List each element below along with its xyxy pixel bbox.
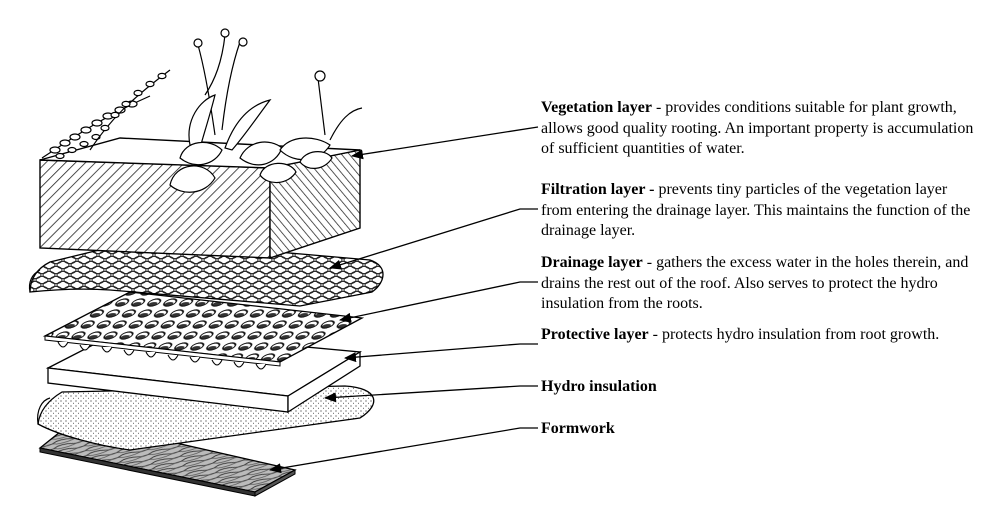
protective-text: protects hydro insulation from root grow… — [661, 326, 940, 343]
filtration-leader — [329, 208, 538, 270]
drainage-title: Drainage layer — [541, 254, 643, 271]
vegetation-separator: - — [651, 99, 666, 116]
formwork-description: Formwork — [541, 419, 981, 440]
vegetation-text: provides conditions suitable for plant g… — [541, 99, 974, 157]
filtration-layer — [28, 239, 384, 307]
filtration-description: Filtration layer - prevents tiny particl… — [541, 180, 981, 242]
protective-leader — [344, 343, 538, 363]
drainage-layer — [42, 291, 365, 370]
drainage-separator: - — [642, 254, 657, 271]
hydro-leader — [324, 385, 538, 403]
filtration-title: Filtration layer - — [541, 181, 655, 198]
hydro-description: Hydro insulation — [541, 377, 981, 398]
filtration-text: prevents tiny particles of the vegetatio… — [541, 181, 971, 239]
hydro-title: Hydro insulation — [541, 378, 657, 395]
vegetation-title: Vegetation layer — [541, 99, 652, 116]
leader-lines — [269, 126, 539, 474]
drainage-leader — [339, 281, 538, 323]
vegetation-leader — [351, 126, 539, 160]
protective-description: Protective layer - protects hydro insula… — [541, 325, 981, 346]
drainage-text: gathers the excess water in the holes th… — [541, 254, 969, 312]
protective-title: Protective layer — [541, 326, 649, 343]
drainage-description: Drainage layer - gathers the excess wate… — [541, 253, 981, 315]
protective-separator: - — [648, 326, 662, 343]
vegetation-description: Vegetation layer - provides conditions s… — [541, 98, 981, 160]
formwork-title: Formwork — [541, 420, 615, 437]
formwork-leader — [269, 427, 538, 474]
plants-illustration — [41, 28, 363, 193]
